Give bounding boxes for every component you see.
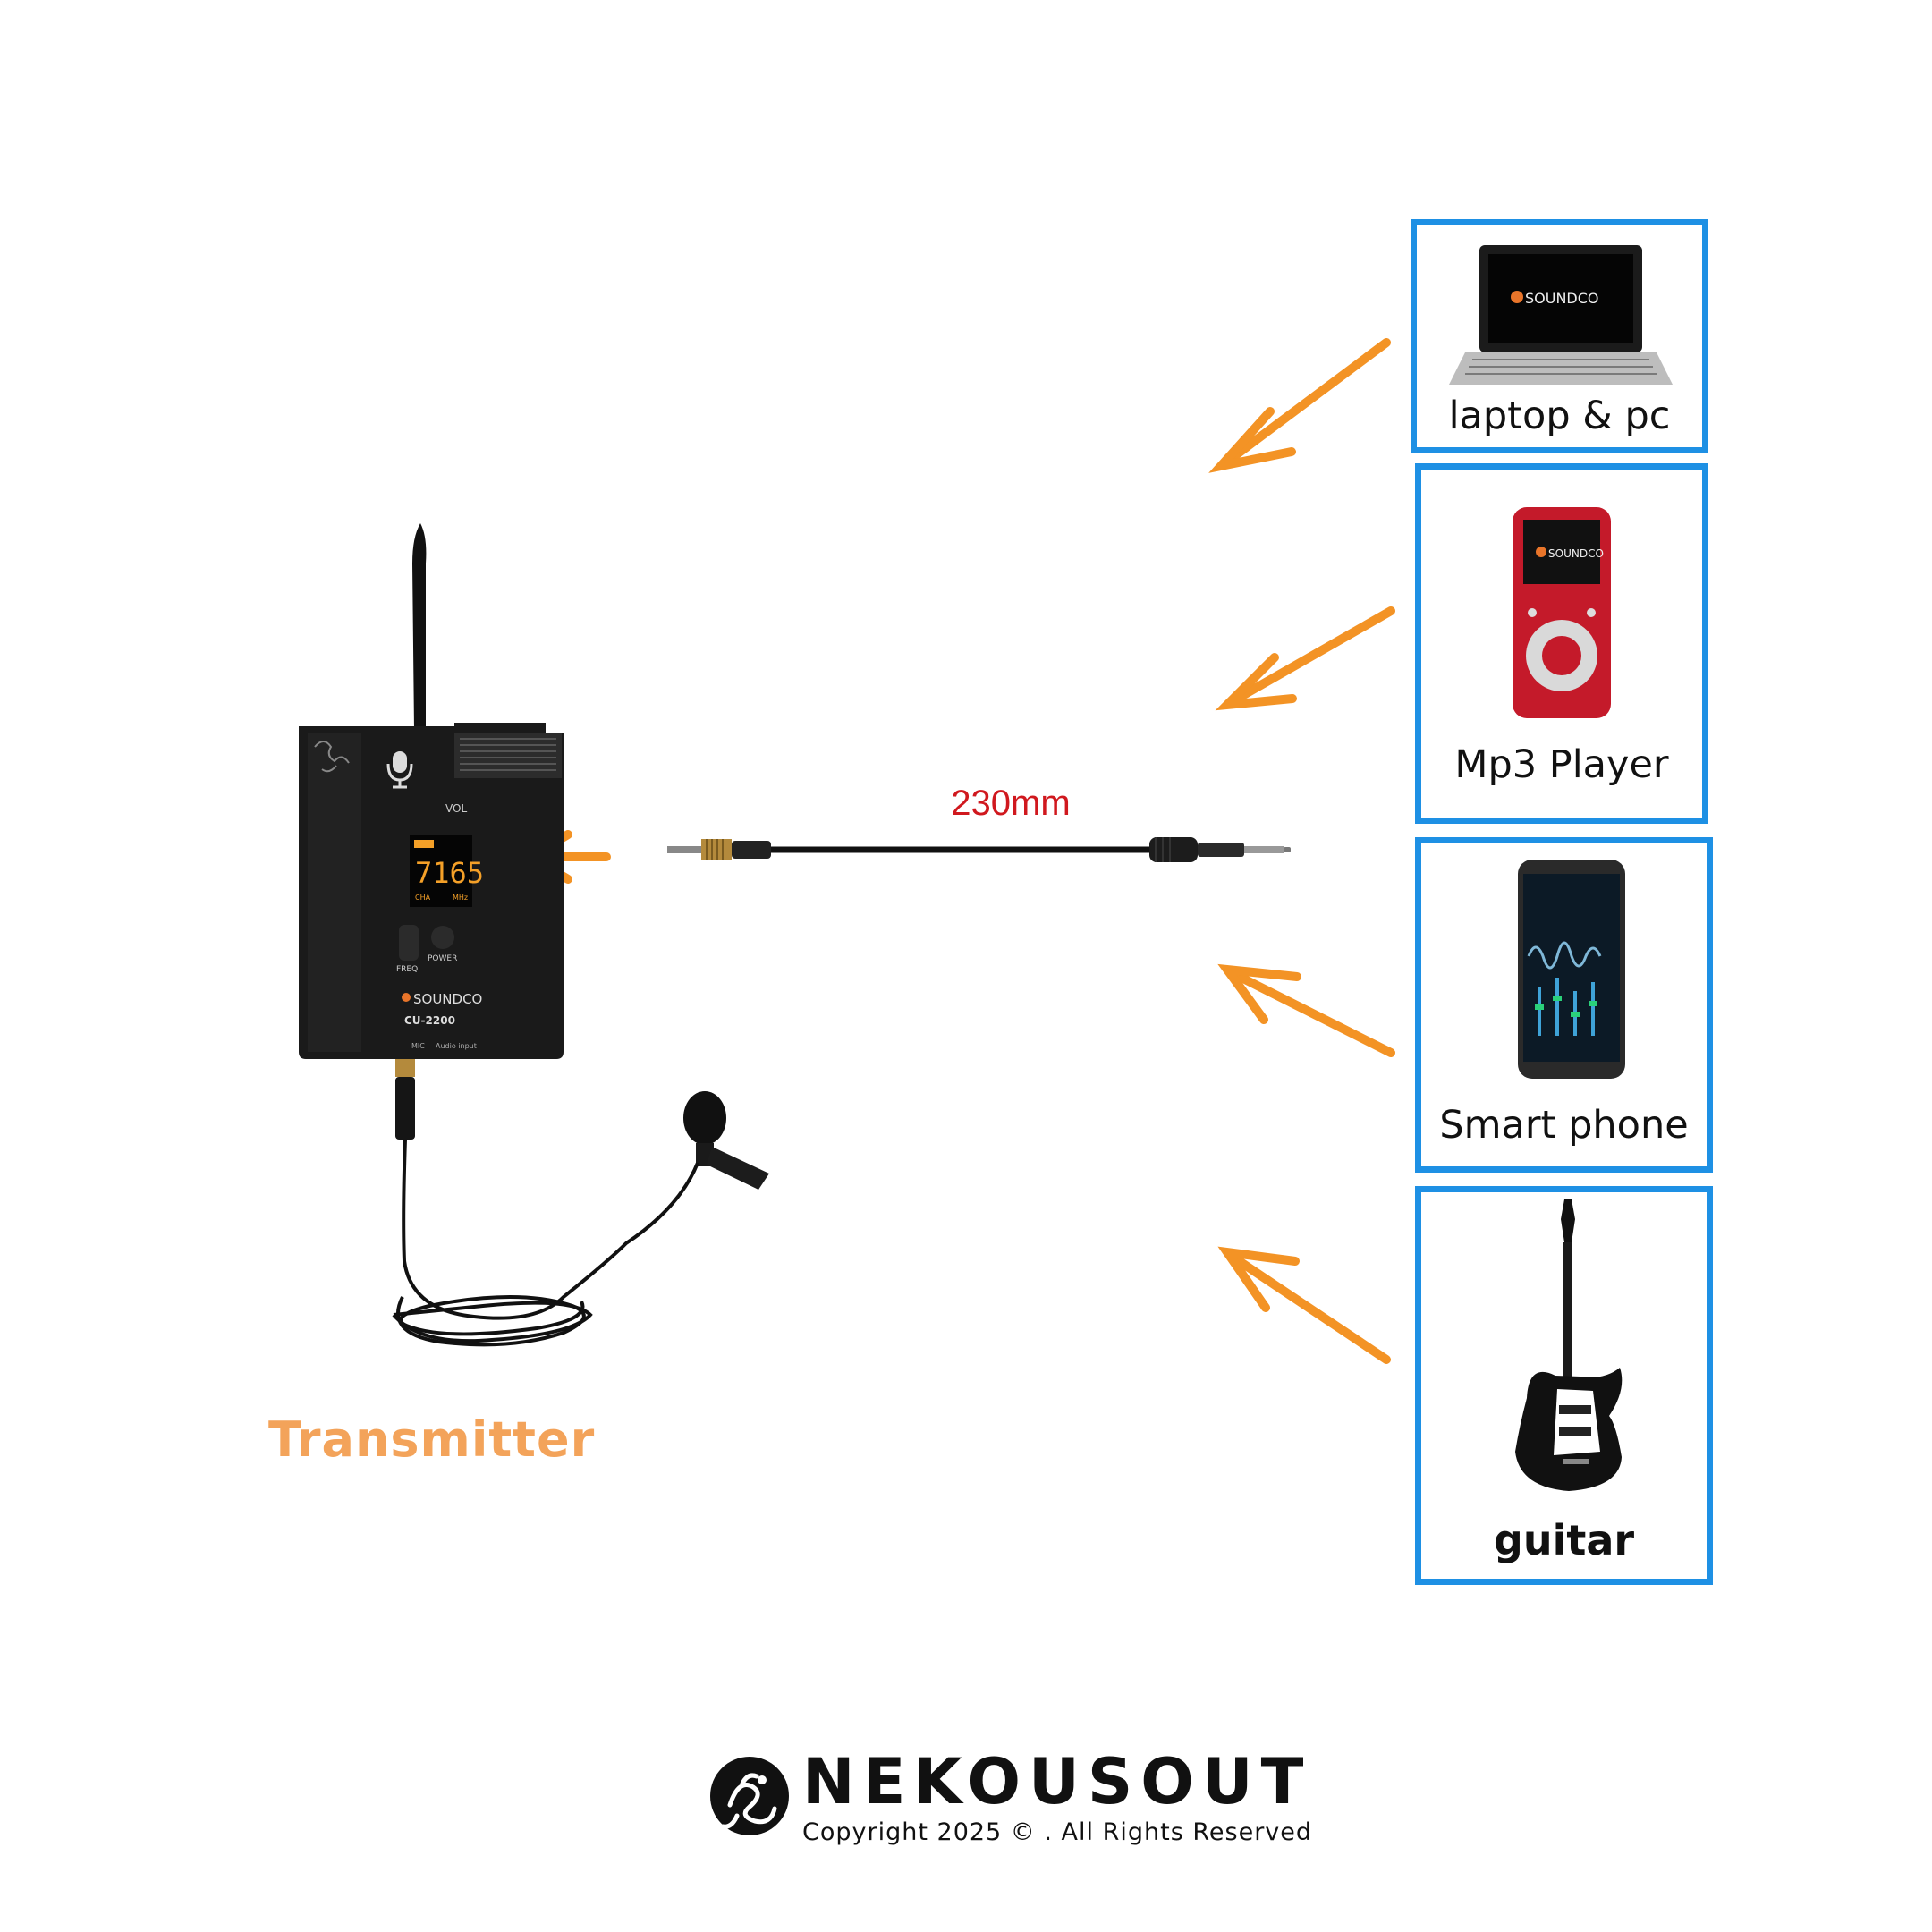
source-card-mp3: SOUNDCO Mp3 Player bbox=[1415, 463, 1708, 824]
lavalier-microphone bbox=[683, 1091, 769, 1190]
audio-port-label: Audio input bbox=[436, 1042, 477, 1050]
audio-cable bbox=[667, 837, 1291, 862]
arrow-from-smartphone bbox=[1217, 963, 1395, 1057]
source-label-laptop: laptop & pc bbox=[1448, 394, 1671, 438]
microphone-icon bbox=[386, 751, 413, 789]
display-frequency: 7165 bbox=[415, 856, 484, 890]
footer-copyright: Copyright 2025 © . All Rights Reserved bbox=[802, 1818, 1313, 1846]
antenna bbox=[412, 523, 427, 730]
power-label: POWER bbox=[428, 954, 457, 963]
model-label: CU-2200 bbox=[404, 1014, 455, 1027]
laptop-icon: SOUNDCO bbox=[1449, 245, 1673, 385]
svg-text:SOUNDCO: SOUNDCO bbox=[1548, 547, 1604, 560]
source-label-mp3: Mp3 Player bbox=[1454, 742, 1669, 787]
display-unit-tag: MHz bbox=[453, 894, 468, 902]
freq-button bbox=[399, 925, 419, 961]
svg-text:SOUNDCO: SOUNDCO bbox=[413, 991, 482, 1007]
cable-right-plug bbox=[1149, 837, 1291, 862]
lcd-display: 7165 CHA MHz bbox=[410, 835, 484, 907]
mic-cable bbox=[402, 1139, 699, 1320]
arrow-from-laptop bbox=[1208, 338, 1391, 473]
smartphone-icon bbox=[1518, 860, 1625, 1079]
arrow-from-guitar bbox=[1217, 1246, 1391, 1364]
power-button bbox=[431, 926, 454, 949]
mic-connector bbox=[395, 1059, 415, 1077]
mic-port-label: MIC bbox=[411, 1042, 425, 1050]
arrow-from-mp3 bbox=[1215, 606, 1395, 711]
source-label-guitar: guitar bbox=[1493, 1516, 1635, 1564]
display-channel-tag: CHA bbox=[415, 894, 431, 902]
calligraphy-logo-icon bbox=[314, 741, 350, 773]
footer-brand-name: NEKOUSOUT bbox=[802, 1745, 1312, 1818]
soundco-logo: SOUNDCO bbox=[402, 991, 482, 1007]
nekousout-logo-icon bbox=[710, 1757, 789, 1835]
transmitter-label: Transmitter bbox=[268, 1411, 596, 1468]
source-card-smartphone: Smart phone bbox=[1415, 837, 1713, 1173]
source-card-guitar: guitar bbox=[1415, 1186, 1713, 1585]
svg-text:SOUNDCO: SOUNDCO bbox=[1525, 290, 1599, 307]
mp3-player-icon: SOUNDCO bbox=[1513, 507, 1611, 718]
source-label-smartphone: Smart phone bbox=[1439, 1103, 1689, 1148]
transmitter-device: VOL 7165 CHA MHz FREQ POWER SOUNDCO CU-2… bbox=[299, 523, 769, 1347]
cable-length-label: 230mm bbox=[951, 784, 1071, 823]
volume-knob bbox=[454, 733, 562, 778]
freq-label: FREQ bbox=[396, 965, 418, 974]
cable-left-plug bbox=[667, 839, 771, 860]
guitar-icon bbox=[1515, 1199, 1623, 1491]
vol-label: VOL bbox=[445, 802, 467, 815]
source-card-laptop: SOUNDCO laptop & pc bbox=[1411, 219, 1708, 453]
